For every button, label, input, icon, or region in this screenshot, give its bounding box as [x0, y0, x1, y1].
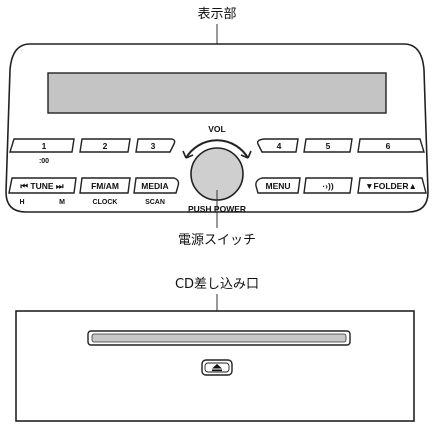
- preset-2-button[interactable]: 2: [79, 138, 131, 153]
- folder-button[interactable]: ▼FOLDER▲: [357, 177, 427, 194]
- vol-label: VOL: [208, 124, 225, 134]
- menu-button[interactable]: MENU: [255, 177, 301, 194]
- display-callout-label: 表示部: [197, 7, 236, 22]
- tune-label: ⏮ TUNE ⏭: [20, 181, 65, 191]
- vol-arrow-left: [182, 150, 194, 159]
- media-label: MEDIA: [141, 181, 168, 191]
- preset-5-button[interactable]: 5: [303, 138, 353, 153]
- preset-1-button[interactable]: 1: [9, 138, 75, 153]
- preset-2-label: 2: [103, 141, 108, 151]
- vol-arc: [185, 139, 249, 159]
- display-window: [47, 72, 387, 114]
- preset-3-button[interactable]: 3: [135, 138, 176, 153]
- preset-3-label: 3: [151, 141, 156, 151]
- tune-sub-left-label: H: [19, 199, 24, 206]
- eject-button[interactable]: [201, 359, 233, 376]
- preset-5-label: 5: [326, 141, 331, 151]
- eject-icon: [212, 364, 222, 372]
- preset-1-label: 1: [42, 141, 47, 151]
- preset-4-button[interactable]: 4: [256, 138, 299, 153]
- power-switch-callout-label: 電源スイッチ: [178, 233, 256, 248]
- cd-slot-callout-label: CD差し込み口: [175, 277, 259, 292]
- vol-arrow-right: [240, 150, 252, 159]
- fm-am-button[interactable]: FM/AM: [79, 177, 131, 194]
- sound-label: ·›)): [322, 181, 333, 191]
- tune-sub-right-label: M: [59, 199, 65, 206]
- preset-6-label: 6: [386, 141, 391, 151]
- fm-am-sub-label: CLOCK: [93, 199, 118, 206]
- preset-6-button[interactable]: 6: [357, 138, 425, 153]
- cd-slot[interactable]: [91, 333, 347, 343]
- folder-label: ▼FOLDER▲: [365, 181, 417, 191]
- media-button[interactable]: MEDIA: [133, 177, 180, 194]
- sound-button[interactable]: ·›)): [303, 177, 353, 194]
- fm-am-label: FM/AM: [91, 181, 119, 191]
- preset-1-sub-label: :00: [39, 158, 49, 165]
- tune-button[interactable]: ⏮ TUNE ⏭: [8, 177, 77, 194]
- preset-4-label: 4: [277, 141, 282, 151]
- media-sub-label: SCAN: [145, 199, 165, 206]
- menu-label: MENU: [265, 181, 290, 191]
